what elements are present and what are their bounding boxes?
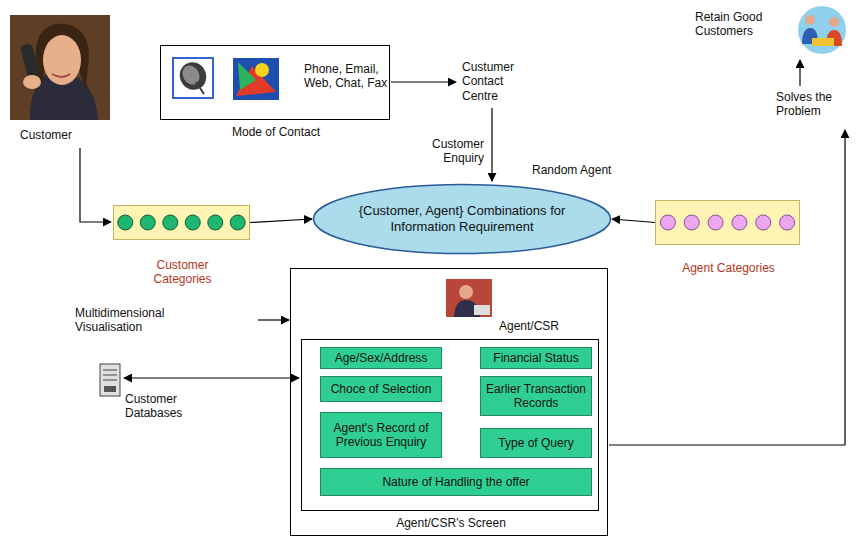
category-dots xyxy=(656,201,799,244)
category-dot xyxy=(732,215,747,230)
field-cell: Financial Status xyxy=(480,347,592,369)
category-dot xyxy=(684,215,699,230)
node-text: Mode of Contact xyxy=(191,125,361,139)
category-dot xyxy=(660,215,675,230)
category-dot xyxy=(185,215,200,230)
connector-arrow xyxy=(612,219,655,223)
customer-label: Customer xyxy=(20,128,100,142)
retain-line xyxy=(799,60,800,86)
agent-photo xyxy=(446,279,492,317)
category-box: Agent Categories xyxy=(655,200,800,245)
node-text: Agent/CSR's Screen xyxy=(302,516,600,530)
node-text: Financial Status xyxy=(481,351,591,365)
node-text: Agent/CSR xyxy=(499,319,589,333)
field-cell: Earlier Transaction Records xyxy=(480,376,592,416)
category-dots xyxy=(114,206,249,239)
retain-icon xyxy=(798,6,846,54)
category-dot xyxy=(780,215,795,230)
customer-photo xyxy=(10,15,110,120)
category-dot xyxy=(163,215,178,230)
field-cell: Choce of Selection xyxy=(320,376,442,402)
web-icon xyxy=(233,58,279,100)
node-text: Customer Categories xyxy=(134,258,231,287)
category-dot xyxy=(230,215,245,230)
node-text: Nature of Handling the offer xyxy=(321,475,591,489)
field-cell: Age/Sex/Address xyxy=(320,347,442,369)
node-text: Phone, Email, Web, Chat, Fax xyxy=(304,62,388,91)
field-cell: Nature of Handling the offer xyxy=(320,468,592,496)
contact-mode-box: Phone, Email, Web, Chat, FaxMode of Cont… xyxy=(160,45,390,120)
database-line xyxy=(124,377,299,378)
visualisation-label: Multidimensional Visualisation xyxy=(75,306,180,335)
contact-line xyxy=(391,81,456,82)
field-cell: Type of Query xyxy=(480,428,592,458)
dish-icon xyxy=(173,57,213,98)
enquiry-label: Customer Enquiry xyxy=(400,137,484,166)
enquiry-line xyxy=(491,108,492,181)
database-label: Customer Databases xyxy=(125,392,205,421)
visualisation-line xyxy=(258,319,289,320)
node-text: Agent's Record of Previous Enquiry xyxy=(321,421,441,450)
screen-panel: Agent/CSRAgent/CSR's ScreenAge/Sex/Addre… xyxy=(290,268,608,536)
screen-inner: Agent/CSR's ScreenAge/Sex/AddressFinanci… xyxy=(301,339,599,511)
category-box: Customer Categories xyxy=(113,205,250,240)
solve-label: Solves the Problem xyxy=(776,90,838,119)
customer-line xyxy=(80,148,111,222)
node-text: Agent Categories xyxy=(656,261,801,275)
field-cell: Agent's Record of Previous Enquiry xyxy=(320,412,442,458)
retain-label: Retain Good Customers xyxy=(695,10,785,39)
node-text: {Customer, Agent} Combinations for Infor… xyxy=(312,203,612,234)
random-agent-label: Random Agent xyxy=(532,163,632,177)
category-dot xyxy=(208,215,223,230)
solve-line xyxy=(609,130,845,445)
node-text: Type of Query xyxy=(481,436,591,450)
category-dot xyxy=(140,215,155,230)
contact-centre-label: Custumer Contact Centre xyxy=(462,60,532,103)
connector-arrow xyxy=(250,219,312,223)
database-icon xyxy=(100,364,120,396)
node-text: Age/Sex/Address xyxy=(321,351,441,365)
node-text: Earlier Transaction Records xyxy=(481,382,591,411)
category-dot xyxy=(708,215,723,230)
category-dot xyxy=(756,215,771,230)
combination-ellipse: {Customer, Agent} Combinations for Infor… xyxy=(312,183,612,255)
category-dot xyxy=(118,215,133,230)
node-text: Choce of Selection xyxy=(321,382,441,396)
